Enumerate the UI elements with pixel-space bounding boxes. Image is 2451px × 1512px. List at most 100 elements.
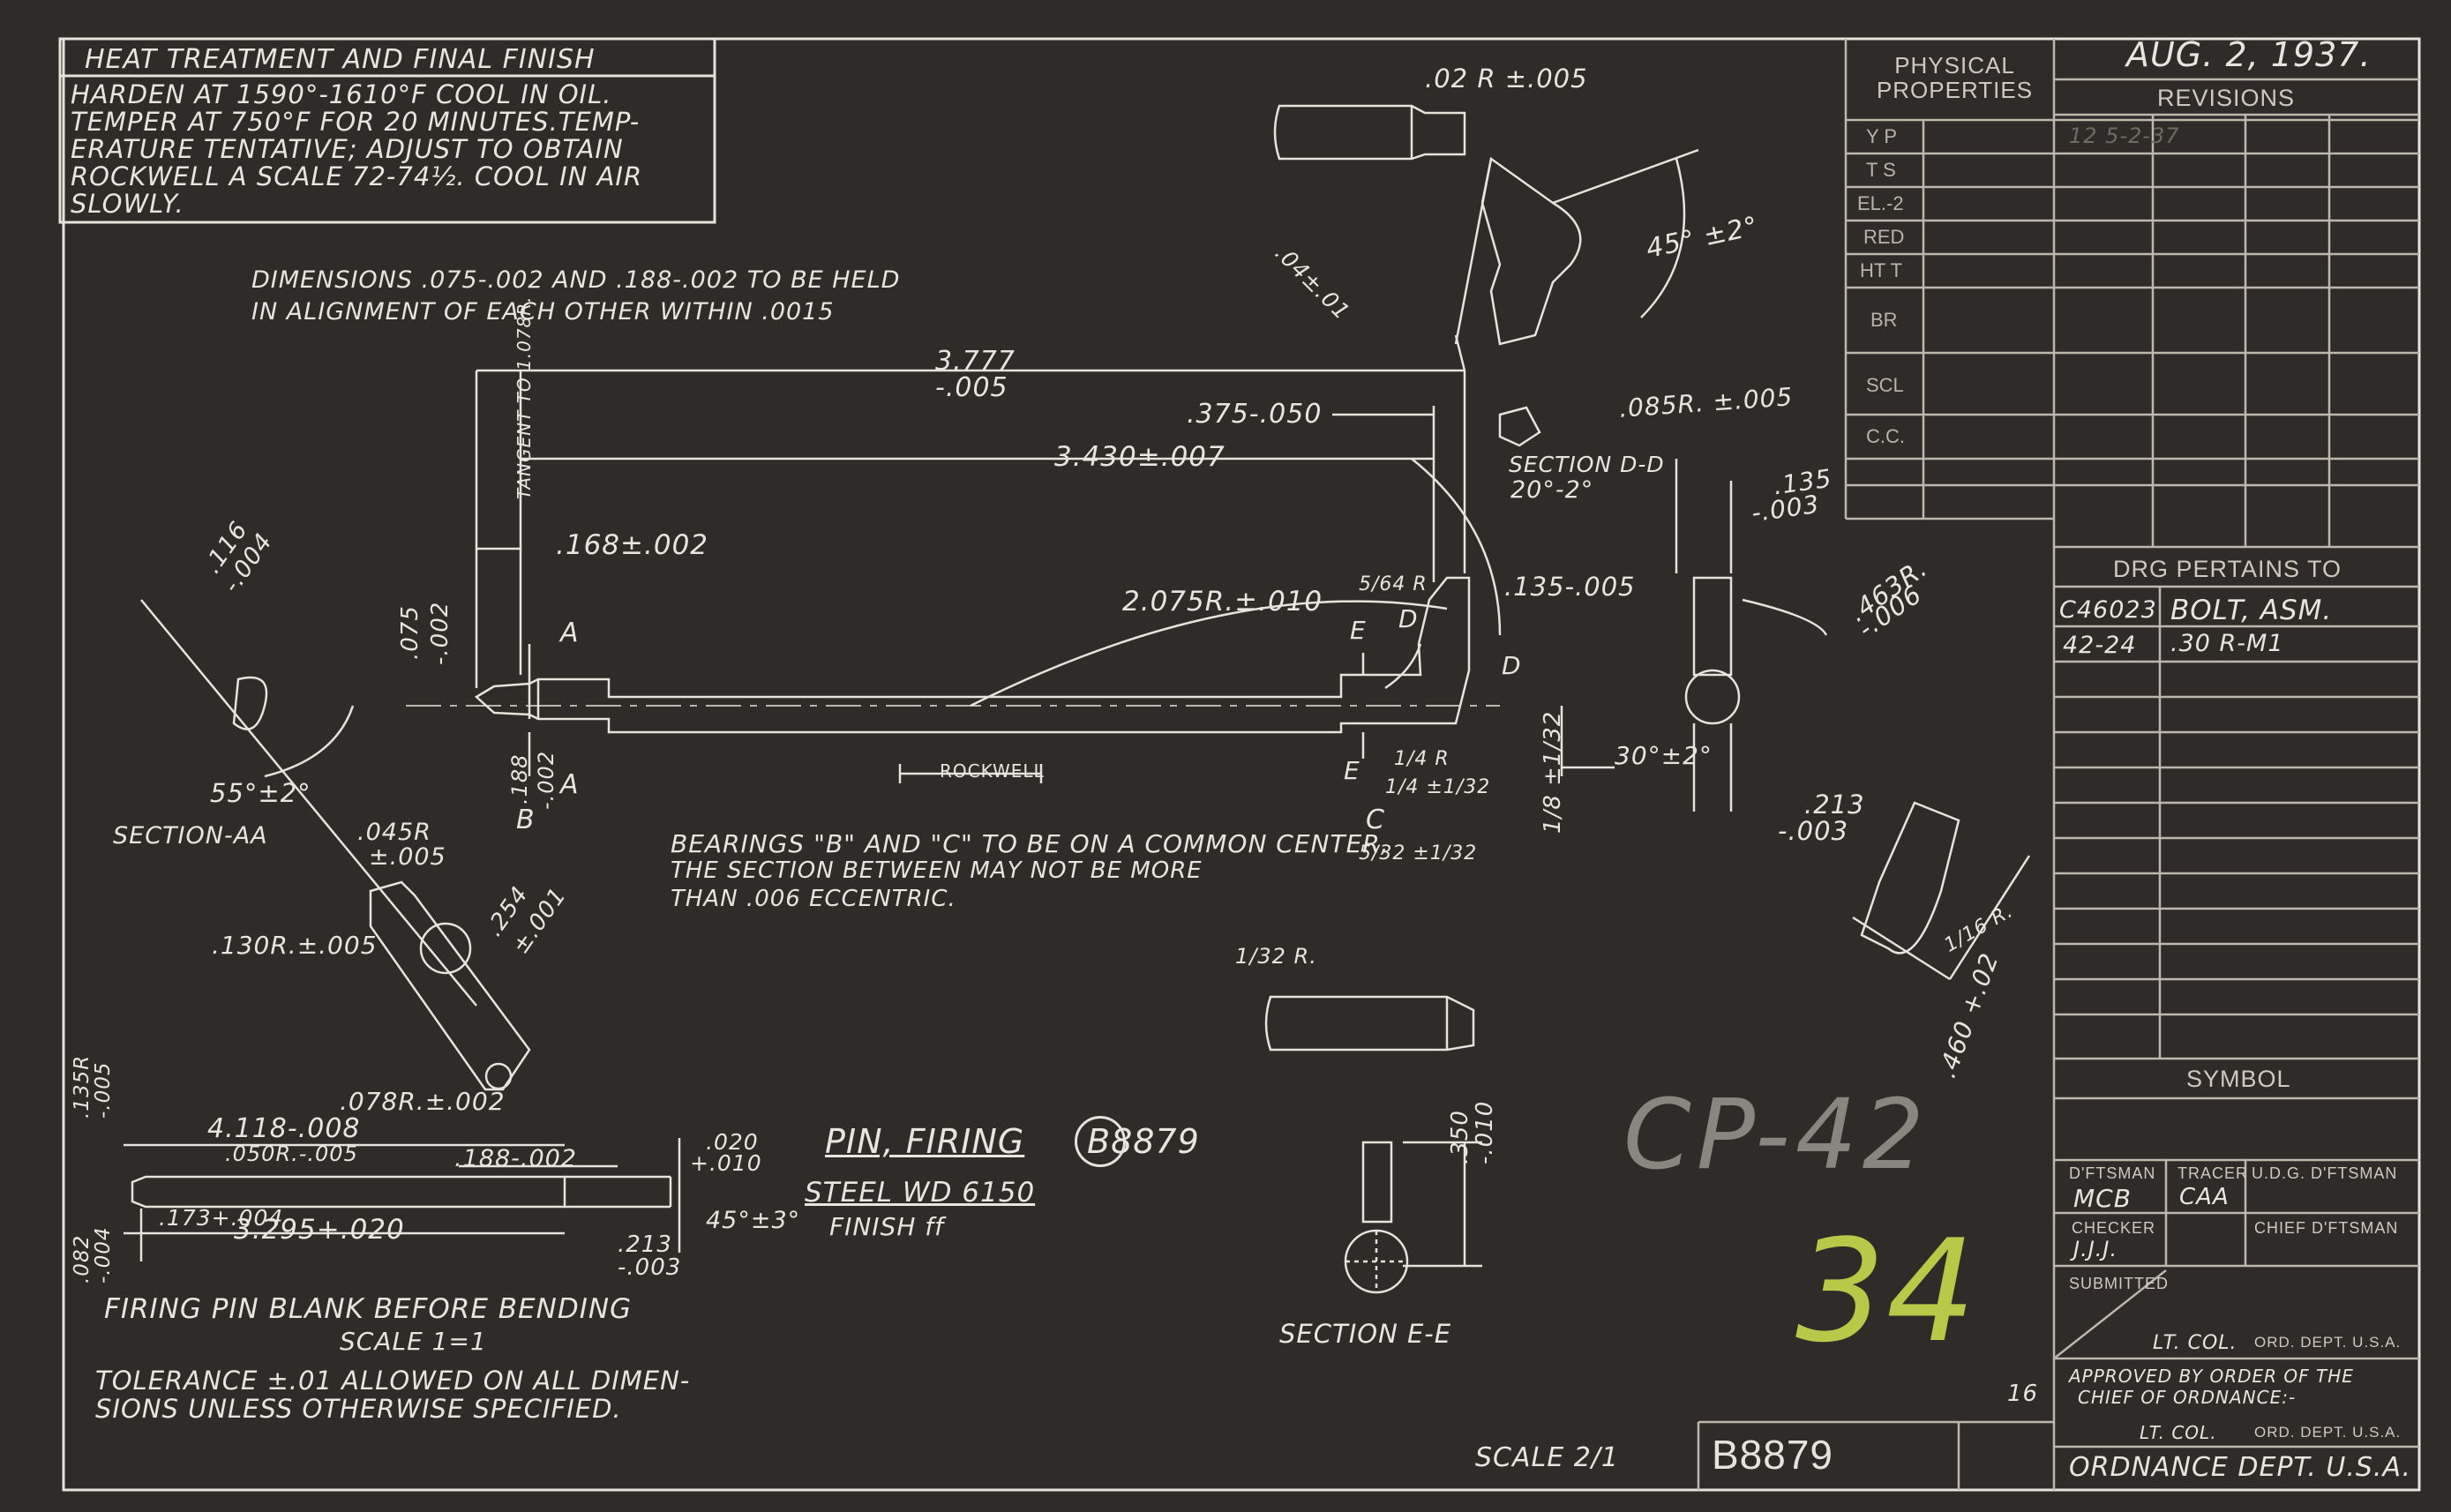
blank-dim-213-tol: -.003 [618,1254,682,1281]
pertains-desc-2: .30 R-M1 [2170,630,2284,657]
dim-1-32r: 1/32 R. [1235,944,1317,969]
blank-dim-173: .173+.004 [159,1205,284,1231]
dim-130r: .130R.±.005 [212,931,378,960]
section-dd-angle: 20°-2° [1510,476,1594,504]
stamp-cp: CP-42 [1623,1078,1930,1191]
submitted-label: SUBMITTED [2069,1275,2170,1292]
dim-1-8: 1/8 ±1/32 [1540,710,1566,834]
section-ee-view [1344,1141,1482,1294]
heat-treatment-box [58,37,716,224]
dim-3777-tol: -.005 [935,372,1008,403]
dftsman-label: D'FTSMAN [2069,1164,2156,1182]
blank-dim-4118: 4.118-.008 [207,1113,361,1144]
bearings-note-1: BEARINGS "B" AND "C" TO BE ON A COMMON C… [671,829,1390,858]
blank-dim-135r-tol: -.005 [92,1061,115,1119]
udg-label: U.D.G. D'FTSMAN [2252,1164,2398,1182]
blank-dim-3295: 3.295+.020 [234,1214,405,1246]
blank-dim-020-tol: +.010 [690,1150,762,1176]
tracer-label: TRACER [2177,1164,2249,1182]
marker-b: B [516,805,536,835]
prop-br: BR [1870,309,1898,331]
dim-213: .213 [1804,790,1865,820]
blank-dim-082: .082 [71,1234,94,1284]
dim-075-tol: -.002 [427,601,453,665]
approved-line-2: CHIEF OF ORDNANCE:- [2078,1387,2297,1408]
marker-a-bottom: A [560,769,580,800]
heat-line: HARDEN AT 1590°-1610°F COOL IN OIL. [71,79,612,109]
tracer-value: CAA [2179,1184,2230,1210]
blank-angle-45: 45°±3° [706,1207,801,1234]
marker-a-top: A [560,618,580,648]
tangent-label: TANGENT TO 1.078R. [513,296,535,499]
prop-yp: Y P [1866,125,1898,147]
revisions-header: REVISIONS [2157,85,2296,111]
tolerance-note-1: TOLERANCE ±.01 ALLOWED ON ALL DIMEN- [95,1366,691,1396]
tip-angled-view [1852,801,2031,981]
blank-dim-188: .188-.002 [454,1145,577,1172]
part-name: PIN, FIRING [825,1122,1025,1161]
ltcol-1: LT. COL. [2153,1332,2237,1354]
drawing-border [62,37,2421,1492]
dim-350: .350 [1447,1110,1473,1164]
tip-detail-view [1273,104,1699,371]
revision-entry: 12 5-2-37 [2069,124,2180,148]
ltcol-2: LT. COL. [2140,1422,2217,1443]
dim-5-32: 5/32 ±1/32 [1359,842,1478,865]
chief-label: CHIEF D'FTSMAN [2254,1219,2399,1237]
prop-ts: T S [1866,159,1896,181]
footer-ordnance: ORDNANCE DEPT. U.S.A. [2069,1452,2412,1483]
dim-188: .188 [507,753,532,805]
prop-cc: C.C. [1866,425,1905,447]
blank-dim-050r: .050R.-.005 [225,1141,358,1166]
dim-1-4r: 1/4 R [1394,748,1450,770]
section-ee-label: SECTION E-E [1279,1319,1452,1349]
dim-213-tol: -.003 [1778,816,1849,846]
pertains-number-2: 42-24 [2063,632,2137,659]
pertains-header: DRG PERTAINS TO [2113,556,2342,582]
rockwell-label: ROCKWELL [940,760,1045,782]
scale-label: SCALE 2/1 [1475,1442,1619,1473]
blank-dim-135r: .135R [71,1054,94,1119]
dftsman-value: MCB [2073,1184,2132,1213]
round-end-view [1264,995,1475,1052]
part-finish: FINISH ff [829,1212,945,1241]
bearings-note-2: THE SECTION BETWEEN MAY NOT BE MORE [671,857,1203,884]
symbol-header: SYMBOL [2186,1066,2291,1092]
dim-078r: .078R.±.002 [340,1087,506,1116]
heat-line: SLOWLY. [71,189,184,219]
angle-55: 55°±2° [210,778,311,808]
alignment-note-2: IN ALIGNMENT OF EACH OTHER WITHIN .0015 [251,298,835,326]
dim-350-tol: -.010 [1472,1100,1498,1164]
heat-treatment-lines: HARDEN AT 1590°-1610°F COOL IN OIL. TEMP… [71,81,706,218]
blank-view [124,1138,681,1261]
dim-045r: .045R [357,819,431,846]
prop-scl: SCL [1866,374,1904,396]
section-dd-shape [1498,406,1541,447]
tolerance-note-2: SIONS UNLESS OTHERWISE SPECIFIED. [95,1394,622,1424]
drawing-date: AUG. 2, 1937. [2126,35,2372,74]
heat-treatment-title: HEAT TREATMENT AND FINAL FINISH [85,44,596,75]
title-block-grid [1697,39,2419,1490]
part-number: B8879 [1087,1122,1200,1161]
marker-c: C [1366,805,1385,835]
blank-dim-213: .213 [618,1231,672,1258]
dim-168: .168±.002 [556,529,709,561]
checker-value: J.J.J. [2073,1237,2118,1261]
section-dd-label: SECTION D-D [1509,452,1665,477]
dim-1-4: 1/4 ±1/32 [1385,776,1491,798]
approved-line-1: APPROVED BY ORDER OF THE [2069,1366,2354,1387]
dim-135-005: .135-.005 [1504,572,1636,602]
dim-375: .375-.050 [1187,399,1323,430]
marker-e-bottom: E [1344,756,1360,785]
dim-3430: 3.430±.007 [1054,441,1226,473]
heat-line: TEMPER AT 750°F FOR 20 MINUTES.TEMP- [71,107,641,137]
marker-d-2: D [1502,651,1522,680]
dim-5-64r: 5/64 R [1359,573,1428,595]
pertains-desc-1: BOLT, ASM. [2170,595,2333,626]
prop-red: RED [1863,226,1905,248]
stamp-number: 34 [1795,1209,1977,1374]
heat-line: ERATURE TENTATIVE; ADJUST TO OBTAIN [71,134,624,164]
blank-dim-082-tol: -.004 [92,1226,115,1284]
physical-properties-header: PHYSICAL PROPERTIES [1876,52,2034,103]
